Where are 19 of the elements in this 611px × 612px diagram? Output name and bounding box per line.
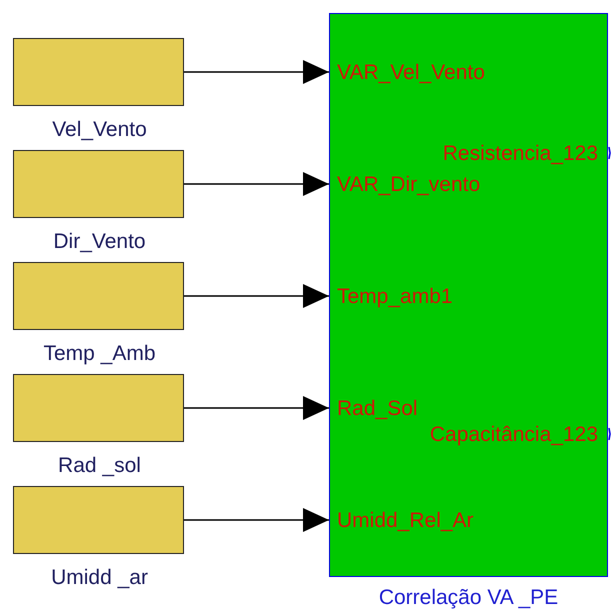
signal-arrow xyxy=(184,172,329,196)
port-label: Resistencia_123 xyxy=(442,143,598,164)
port-label: Rad_Sol xyxy=(337,398,418,419)
port-label: Temp_amb1 xyxy=(337,286,453,307)
signal-arrow xyxy=(184,284,329,308)
port-label: Umidd_Rel_Ar xyxy=(337,510,474,531)
port-label: VAR_Dir_vento xyxy=(337,174,480,195)
block-label: Vel_Vento xyxy=(51,119,148,140)
block-label: Umidd _ar xyxy=(50,567,149,588)
signal-arrow xyxy=(184,60,329,84)
signal-arrow xyxy=(184,508,329,532)
signal-arrow xyxy=(184,396,329,420)
port-label: VAR_Vel_Vento xyxy=(337,62,485,83)
subsystem-block xyxy=(329,13,608,577)
block-label: Temp _Amb xyxy=(42,343,157,364)
block-label: Rad _sol xyxy=(57,455,142,476)
port-label: Capacitância_123 xyxy=(430,424,598,445)
block-caption: Correlação VA _PE xyxy=(378,587,560,608)
block-label: Dir_Vento xyxy=(52,231,147,252)
